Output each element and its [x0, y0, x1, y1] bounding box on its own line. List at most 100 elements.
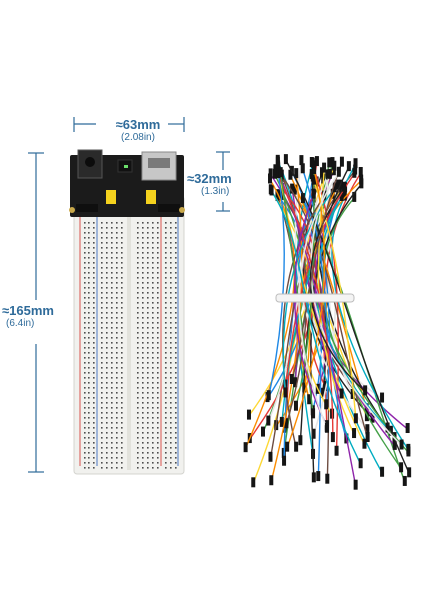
module-height-value: ≈32mm [187, 171, 232, 186]
jumper-wire-connector [352, 167, 357, 178]
jumper-wire-connector [282, 455, 287, 466]
jumper-wire-connector [279, 416, 284, 427]
jumper-wire-connector [358, 166, 363, 177]
jumper-wire-connector [332, 160, 337, 171]
power-supply-module [69, 149, 185, 217]
jumper-wire-connector [332, 182, 337, 193]
jumper-wire-connector [352, 191, 357, 202]
jumper-wire-connector [353, 158, 358, 169]
breadboard [73, 195, 185, 475]
jumper-wire-connector [402, 475, 407, 486]
jumper-wire-connector [325, 473, 330, 484]
jumper-wire-connector [243, 442, 248, 453]
jumper-wire [291, 161, 343, 381]
jumper-wire-connector [268, 168, 273, 179]
jumper-wire [309, 187, 366, 393]
jumper-wire-connector [352, 428, 357, 439]
jumper-wire-connector [316, 471, 321, 482]
jumper-wire-connector [359, 178, 364, 189]
jumper-wire-bundle [243, 154, 412, 490]
jumper-wire-connector [339, 190, 344, 201]
jumper-wire-connector [269, 185, 274, 196]
jumper-wire-connector [260, 426, 265, 437]
jumper-wire-connector [336, 166, 341, 177]
jumper-wire-connector [278, 167, 283, 178]
jumper-wire-connector [311, 188, 316, 199]
jumper-wire-connector [320, 387, 325, 398]
jumper-wire-connector [319, 167, 324, 178]
jumper-wire-connector [407, 467, 412, 478]
jumper-wire-connector [314, 156, 319, 167]
jumper-wire-connector [300, 193, 305, 204]
height-dimension-line [28, 152, 44, 473]
jumper-wire-connector [300, 163, 305, 174]
jumper-wire-connector [399, 462, 404, 473]
jumper-wire [289, 175, 368, 411]
jumper-wire-connector [363, 385, 368, 396]
jumper-wire [282, 187, 336, 395]
jumper-wire-connector [268, 173, 273, 184]
width-inches: (2.08in) [121, 132, 155, 143]
jumper-wire-connector [294, 168, 299, 179]
jumper-wire-connector [385, 422, 390, 433]
jumper-wire-connector [275, 191, 280, 202]
jumper-wire-connector [311, 472, 316, 483]
module-height-dimension-label: ≈32mm (1.3in) [187, 171, 232, 198]
jumper-wire-connector [380, 466, 385, 477]
height-inches: (6.4in) [6, 318, 35, 329]
module-height-inches: (1.3in) [201, 186, 230, 197]
breadboard-holes [84, 222, 177, 469]
jumper-wire-connector [324, 399, 329, 410]
width-dimension-line [73, 117, 185, 132]
module-height-dimension-line [216, 151, 230, 212]
jumper-wire-connector [365, 424, 370, 435]
jumper-wire-connector [330, 432, 335, 443]
jumper-wire-connector [311, 174, 316, 185]
jumper-wire-connector [353, 413, 358, 424]
jumper-wire-connector [311, 428, 316, 439]
jumper-wire-connector [276, 168, 281, 179]
jumper-wire-connector [392, 439, 397, 450]
jumper-wire-connector [289, 374, 294, 385]
width-value: ≈63mm [115, 117, 161, 132]
jumper-wire-connector [273, 164, 278, 175]
jumper-wire-connector [266, 390, 271, 401]
jumper-wire-connector [339, 388, 344, 399]
height-dimension-label: ≈165mm (6.4in) [2, 303, 54, 330]
header-pins-right [158, 204, 180, 212]
jumper-wire-connector [251, 477, 256, 488]
jumper-wire-connector [365, 432, 370, 443]
jumper-wire-connector [309, 169, 314, 180]
jumper-wire-connector [358, 458, 363, 469]
jumper-wire-connector [342, 190, 347, 201]
jumper-wire-connector [312, 164, 317, 175]
jumper-wire [298, 171, 340, 430]
jumper-wire-connector [322, 190, 327, 201]
jumper-wire-connector [266, 415, 271, 426]
cable-tie [275, 293, 355, 303]
height-value: ≈165mm [2, 303, 54, 318]
jumper-wire-connector [336, 179, 341, 190]
jumper-wire-connector [293, 400, 298, 411]
jumper-wire-connector [309, 157, 314, 168]
jumper-wire-connector [406, 446, 411, 457]
jumper-wire-connector [311, 408, 316, 419]
jumper-wire-connector [283, 387, 288, 398]
jumper-wire-connector [307, 394, 312, 405]
jumper-wire-connector [324, 422, 329, 433]
jumper-wire-connector [327, 157, 332, 168]
jumper-wire-connector [342, 181, 347, 192]
jumper-wire-connector [339, 156, 344, 167]
jumper-wire-connector [299, 155, 304, 166]
green-led [124, 165, 128, 168]
jumper-wire-connector [364, 411, 369, 422]
width-dimension-label: ≈63mm (2.08in) [98, 117, 178, 144]
jumper-wire-connector [294, 441, 299, 452]
jumper-wire-connector [284, 418, 289, 429]
jumper-wire-connector [246, 409, 251, 420]
jumper-wire-connector [290, 183, 295, 194]
jumper-wire-connector [380, 392, 385, 403]
jumper-wire [284, 173, 356, 387]
jumper-wire-connector [268, 451, 273, 462]
